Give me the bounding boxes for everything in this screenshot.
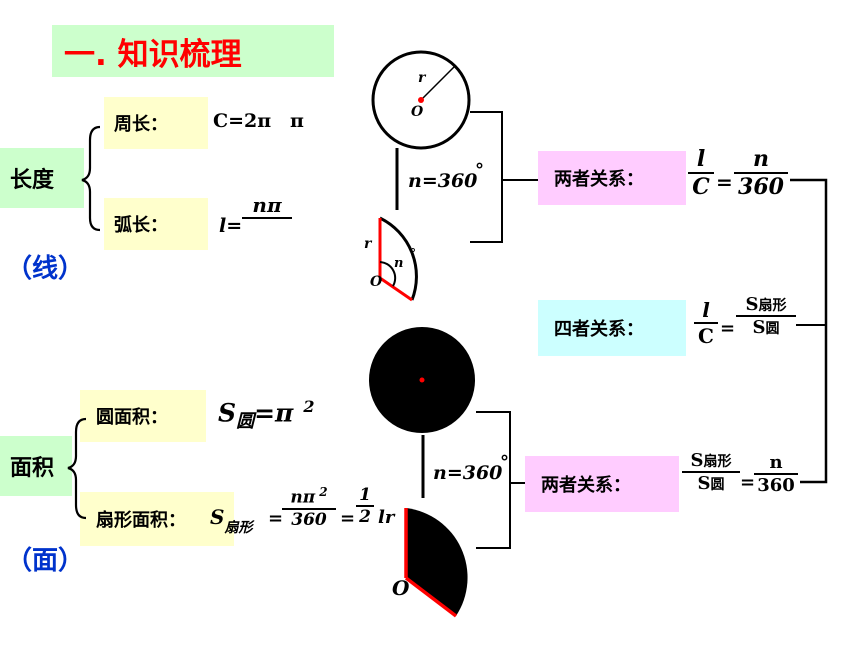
bot-rel-den1-sub: 圆 (710, 477, 725, 493)
top-sector-o: O (370, 274, 383, 290)
fraction-bar (694, 322, 718, 324)
top-sector-deg: ° (410, 246, 416, 260)
circle-area-s: S (218, 398, 237, 428)
bottom-n360: n=360 (433, 462, 503, 484)
fraction-bar (754, 473, 798, 475)
area-paren: （面） (6, 546, 85, 576)
mid-relation-fraction-1: l C (694, 298, 718, 348)
top-relation-fraction-1: l C (688, 146, 714, 200)
top-circle-radius (420, 65, 456, 101)
brace-length (81, 125, 101, 232)
sector-eq1: = (268, 508, 284, 529)
area-label: 面积 (0, 436, 72, 496)
bot-rel-num2: n (769, 452, 783, 473)
arc-fraction: nπ (242, 193, 292, 219)
bot-rel-den1-s: S (697, 473, 711, 494)
fraction-bar (688, 172, 714, 174)
top-n360-deg: ° (475, 160, 484, 181)
top-sector-radius-2 (379, 276, 413, 302)
mid-rel-num2-sub: 扇形 (758, 298, 787, 314)
bot-rel-den2: 360 (757, 475, 795, 496)
mid-rel-den1: C (698, 324, 714, 348)
circle-area-label: 圆面积： (80, 390, 206, 442)
top-sector-arc (379, 216, 418, 301)
brace-area (67, 417, 87, 520)
fraction-bar (242, 217, 292, 219)
mid-rel-num2-s: S (745, 294, 759, 315)
bot-rel-eq: = (740, 472, 756, 493)
page-title: 一. 知识梳理 (52, 25, 334, 77)
fraction-bar (734, 172, 788, 174)
bottom-sector-radius-2 (404, 576, 458, 618)
length-label: 长度 (0, 148, 84, 208)
mid-rel-num2: S扇形 (736, 294, 796, 315)
bot-relation-fraction-1: S扇形 S圆 (682, 450, 740, 494)
middle-relation-label: 四者关系： (538, 300, 686, 356)
mid-rel-num1: l (702, 298, 710, 322)
top-circle-o: O (411, 104, 424, 120)
sector-den1: 360 (291, 509, 327, 530)
sector-s: S (210, 505, 225, 529)
bottom-relation-label: 两者关系： (525, 456, 679, 512)
bot-rel-den1: S圆 (682, 473, 740, 494)
bot-rel-num1-s: S (690, 450, 704, 471)
mid-rel-den2-s: S (752, 317, 766, 338)
sector-eq2: = (340, 508, 356, 529)
top-rel-eq: = (716, 170, 733, 194)
top-sector-r: r (364, 236, 372, 252)
circle-area-rhs: =π (254, 398, 294, 428)
sector-num1-exp: 2 (319, 485, 328, 499)
mid-rel-den2-sub: 圆 (765, 321, 780, 337)
top-rel-num2: n (753, 146, 769, 172)
bot-relation-fraction-2: n 360 (754, 452, 798, 496)
top-rel-den1: C (692, 174, 710, 200)
sector-num2: 1 (359, 485, 371, 505)
top-circle-center (418, 97, 424, 103)
sector-tail: lr (378, 507, 395, 528)
bottom-bracket (476, 411, 511, 549)
mid-relation-fraction-2: S扇形 S圆 (736, 294, 796, 338)
sector-sub: 扇形 (224, 520, 253, 536)
bot-rel-num1: S扇形 (682, 450, 740, 471)
arc-lhs: l= (219, 215, 243, 237)
top-circle-r: r (418, 70, 426, 86)
top-rel-den2: 360 (738, 174, 784, 200)
fraction-bar (282, 507, 336, 510)
top-angle-mark (379, 261, 397, 287)
arc-label: 弧长： (104, 198, 208, 250)
sector-den2: 2 (359, 507, 371, 527)
top-bracket (470, 111, 503, 243)
sector-area-label: 扇形面积： (80, 492, 234, 546)
arc-numerator: nπ (252, 193, 282, 217)
circle-area-formula: S圆=π 2 (218, 397, 315, 432)
length-paren: （线） (6, 254, 85, 284)
fraction-bar (682, 471, 740, 473)
bot-rel-num1-sub: 扇形 (703, 454, 732, 470)
top-relation-label: 两者关系： (538, 151, 686, 205)
top-sector-n: n (394, 256, 404, 271)
top-n360: n=360 (408, 170, 478, 192)
perimeter-extra: π (290, 110, 304, 132)
right-bracket (790, 178, 828, 484)
sector-fraction-2: 1 2 (356, 485, 374, 527)
perimeter-formula: C=2π (213, 110, 272, 132)
fraction-bar (736, 315, 796, 317)
bottom-circle-center (419, 377, 425, 383)
bottom-n360-deg: ° (500, 452, 509, 473)
top-relation-fraction-2: n 360 (734, 146, 788, 200)
fraction-bar (356, 505, 374, 507)
sector-num1-text: nπ (290, 487, 316, 508)
circle-area-exp: 2 (303, 397, 315, 416)
sector-area-s: S扇形 (210, 505, 252, 536)
perimeter-label: 周长： (104, 97, 208, 149)
bottom-sector-o: O (392, 576, 410, 600)
circle-area-sub: 圆 (236, 411, 255, 433)
mid-rel-eq: = (720, 318, 736, 339)
mid-rel-den2: S圆 (736, 317, 796, 338)
top-rel-num1: l (696, 146, 706, 172)
